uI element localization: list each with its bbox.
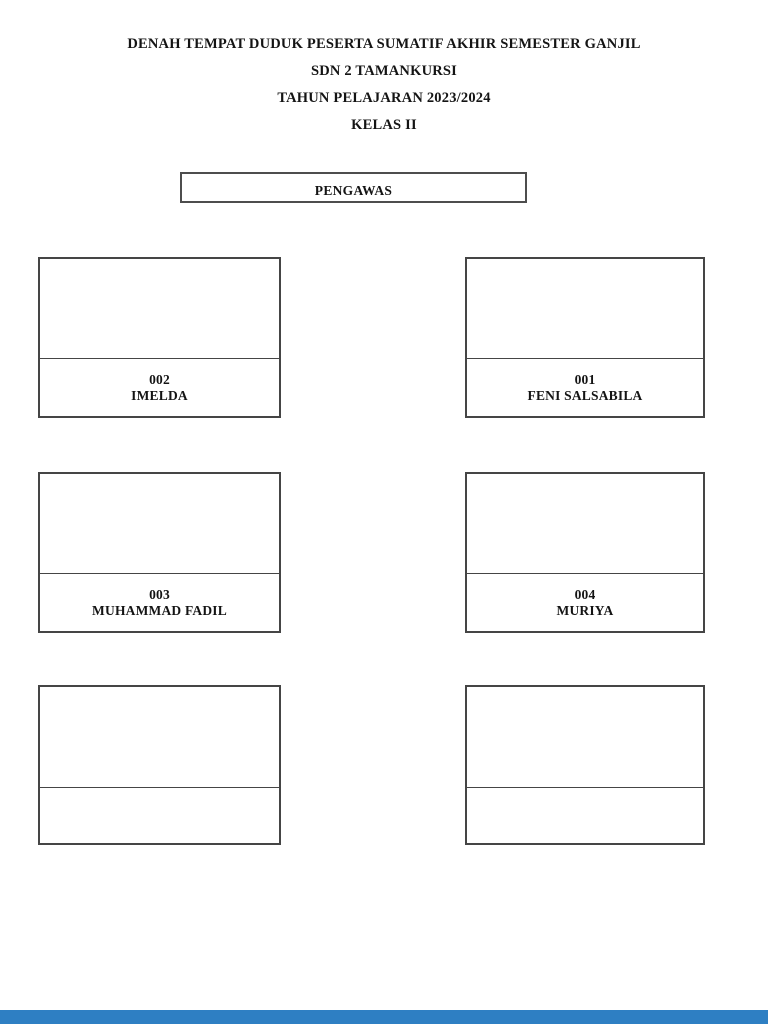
seat-label-area: 004 MURIYA — [467, 574, 703, 631]
seat-box-004: 004 MURIYA — [465, 472, 705, 633]
seat-label-area: 002 IMELDA — [40, 359, 279, 416]
seat-box-002: 002 IMELDA — [38, 257, 281, 418]
seat-number: 004 — [574, 587, 596, 602]
seat-desk-area — [40, 687, 279, 788]
seat-number: 002 — [149, 372, 170, 387]
supervisor-box: PENGAWAS — [180, 172, 527, 203]
seat-name: MURIYA — [556, 602, 614, 618]
document-header: DENAH TEMPAT DUDUK PESERTA SUMATIF AKHIR… — [0, 31, 768, 139]
seat-desk-area — [467, 687, 703, 788]
seat-label-area — [467, 788, 703, 843]
document-title-line-3: TAHUN PELAJARAN 2023/2024 — [277, 90, 491, 106]
seat-label-area: 003 MUHAMMAD FADIL — [40, 574, 279, 631]
seat-box-003: 003 MUHAMMAD FADIL — [38, 472, 281, 633]
seat-box-001: 001 FENI SALSABILA — [465, 257, 705, 418]
viewer-footer-bar — [0, 1010, 768, 1024]
seat-name: MUHAMMAD FADIL — [92, 602, 227, 618]
seat-desk-area — [467, 259, 703, 359]
seat-desk-area — [40, 474, 279, 574]
seat-box-empty-right — [465, 685, 705, 845]
seat-name: IMELDA — [131, 387, 188, 403]
supervisor-label: PENGAWAS — [314, 183, 393, 198]
seat-label-area: 001 FENI SALSABILA — [467, 359, 703, 416]
document-title-line-2: SDN 2 TAMANKURSI — [310, 63, 458, 79]
seat-number: 001 — [574, 372, 596, 387]
seat-desk-area — [40, 259, 279, 359]
seat-label-area — [40, 788, 279, 843]
seat-number: 003 — [149, 587, 170, 602]
seat-box-empty-left — [38, 685, 281, 845]
document-title-line-1: DENAH TEMPAT DUDUK PESERTA SUMATIF AKHIR… — [127, 36, 641, 52]
seat-name: FENI SALSABILA — [527, 387, 643, 403]
document-title-line-4: KELAS II — [351, 117, 417, 133]
seat-desk-area — [467, 474, 703, 574]
